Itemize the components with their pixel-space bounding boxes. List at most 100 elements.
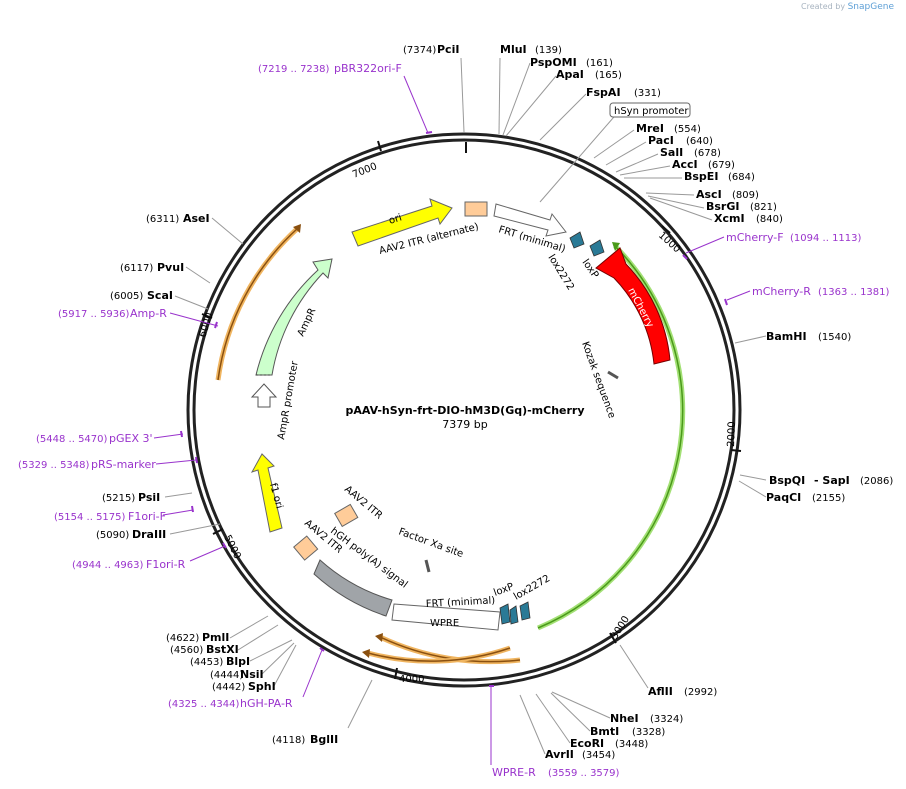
leader-scai	[174, 295, 209, 310]
enzyme-name-ecori[interactable]: EcoRI	[570, 737, 604, 750]
f1-ori-feature[interactable]	[250, 453, 283, 533]
enzyme-name-bstxi[interactable]: BstXI	[206, 643, 239, 656]
hsyn-promoter-box	[609, 102, 691, 118]
kozak-feature[interactable]	[607, 370, 619, 380]
primer-name-pgex3[interactable]: pGEX 3'	[109, 432, 153, 445]
primer-leader-lines	[153, 75, 751, 765]
enzyme-name-blpi[interactable]: BlpI	[226, 655, 250, 668]
enzyme-name-bamhi[interactable]: BamHI	[766, 330, 807, 343]
enzyme-name-nhei[interactable]: NheI	[610, 712, 639, 725]
loxp-bottom-feature-2[interactable]	[509, 605, 519, 625]
enzyme-name-pcii[interactable]: PciI	[437, 43, 459, 56]
mcherry-feature[interactable]	[595, 247, 671, 365]
hm3d-gq-feature-core	[537, 245, 684, 629]
primer-name-f1ori-f[interactable]: F1ori-F	[128, 510, 166, 523]
aav2-itr-feature-1[interactable]	[334, 503, 359, 528]
enzyme-name-mlui[interactable]: MluI	[500, 43, 527, 56]
aav2-itr-feature-2[interactable]	[293, 535, 319, 561]
hgh-polya-feature[interactable]	[313, 559, 393, 617]
loxp-top-feature[interactable]	[589, 239, 605, 257]
enzyme-pos-nhei: (3324)	[650, 714, 683, 725]
backbone	[186, 132, 742, 688]
primer-name-mcherry-r[interactable]: mCherry-R	[752, 285, 811, 298]
primer-name-pbr322ori-f[interactable]: pBR322ori-F	[334, 62, 402, 75]
enzyme-pos-sphi: (4442)	[212, 682, 245, 693]
leader-fspai	[539, 93, 587, 141]
lox2272-top-feature[interactable]	[569, 231, 585, 249]
aav2-itr-alternate-feature[interactable]	[464, 201, 488, 217]
enzyme-name-pvui[interactable]: PvuI	[157, 261, 184, 274]
wpre-feature[interactable]	[391, 603, 501, 631]
enzyme-name-paci[interactable]: PacI	[648, 134, 674, 147]
leader-pgex3	[153, 433, 184, 439]
primer-name-wpre-r[interactable]: WPRE-R	[492, 766, 536, 779]
tick-1000	[661, 225, 671, 234]
enzyme-name-pmli[interactable]: PmlI	[202, 631, 229, 644]
enzyme-name-bmti[interactable]: BmtI	[590, 725, 619, 738]
enzyme-name-xcmi[interactable]: XcmI	[714, 212, 745, 225]
ori-label: ori	[388, 212, 404, 226]
ampr-promoter-feature[interactable]	[250, 383, 278, 408]
enzyme-name-bglii[interactable]: BglII	[310, 733, 338, 746]
enzyme-name-bspqi[interactable]: BspQI	[769, 474, 805, 487]
primer-ticks	[180, 131, 728, 687]
leader-pbr322ori-f	[403, 75, 429, 134]
enzyme-name-apai[interactable]: ApaI	[556, 68, 584, 81]
enzyme-pos-pspomi: (161)	[586, 58, 613, 69]
enzyme-name-psii[interactable]: PsiI	[138, 491, 160, 504]
enzyme-pos-psii: (5215)	[102, 493, 135, 504]
enzyme-name-draiii[interactable]: DraIII	[132, 528, 166, 541]
enzyme-name-sali[interactable]: SalI	[660, 146, 683, 159]
bottom-orange-feature-1-core	[379, 636, 521, 663]
hsyn-promoter-label[interactable]: hSyn promoter	[614, 106, 689, 117]
primer-name-f1ori-r[interactable]: F1ori-R	[146, 558, 186, 571]
primer-name-mcherry-f[interactable]: mCherry-F	[726, 231, 784, 244]
ampr-feature[interactable]	[255, 258, 333, 376]
tick-mcherry-f	[682, 254, 688, 260]
leader-pvui	[185, 266, 211, 284]
hm3d-gq-feature[interactable]	[537, 244, 686, 631]
enzyme-labels: (7374) PciI MluI (139) PspOMI (161) ApaI…	[96, 43, 893, 761]
enzyme-name-scai[interactable]: ScaI	[147, 289, 173, 302]
primer-range-mcherry-f: (1094 .. 1113)	[790, 233, 862, 244]
lox2272-bottom-feature[interactable]	[519, 601, 531, 621]
frt-minimal-top-feature[interactable]	[493, 203, 567, 237]
leader-f1ori-f	[162, 509, 194, 516]
enzyme-pos-aflii: (2992)	[684, 687, 717, 698]
tick-pgex3	[180, 430, 183, 438]
ruler-label-3000: 3000	[609, 614, 632, 641]
enzyme-name-avrii[interactable]: AvrII	[545, 748, 574, 761]
enzyme-name-asei[interactable]: AseI	[183, 212, 210, 225]
primer-name-amp-r[interactable]: Amp-R	[130, 307, 167, 320]
enzyme-name-nsii[interactable]: NsiI	[240, 668, 264, 681]
loxp-bottom-label: loxP	[492, 581, 515, 598]
primer-name-hgh-pa-r[interactable]: hGH-PA-R	[240, 697, 293, 710]
enzyme-name-aflii[interactable]: AflII	[648, 685, 673, 698]
enzyme-name-acci[interactable]: AccI	[672, 158, 698, 171]
backbone-outer-strand	[186, 132, 742, 688]
enzyme-name-sapi[interactable]: - SapI	[814, 474, 850, 487]
left-orange-feature[interactable]	[215, 226, 300, 381]
factor-xa-feature[interactable]	[424, 559, 431, 573]
enzyme-pos-draiii: (5090)	[96, 530, 129, 541]
enzyme-name-bspei[interactable]: BspEI	[684, 170, 718, 183]
enzyme-pos-ecori: (3448)	[615, 739, 648, 750]
plasmid-name: pAAV-hSyn-frt-DIO-hM3D(Gq)-mCherry	[345, 404, 584, 417]
enzyme-leader-lines	[164, 57, 767, 755]
enzyme-name-asci[interactable]: AscI	[696, 188, 722, 201]
enzyme-name-sphi[interactable]: SphI	[248, 680, 276, 693]
enzyme-name-fspai[interactable]: FspAI	[586, 86, 621, 99]
leader-asci	[645, 192, 695, 196]
enzyme-name-bsrgi[interactable]: BsrGI	[706, 200, 739, 213]
enzyme-pos-paci: (640)	[686, 136, 713, 147]
enzyme-name-pspomi[interactable]: PspOMI	[530, 56, 577, 69]
ori-feature[interactable]	[351, 198, 453, 247]
loxp-bottom-feature[interactable]	[499, 603, 511, 625]
leader-sali	[615, 153, 659, 173]
primer-name-prs-marker[interactable]: pRS-marker	[91, 458, 156, 471]
bottom-orange-feature-2-core	[367, 647, 511, 662]
enzyme-name-paqci[interactable]: PaqCI	[766, 491, 801, 504]
enzyme-name-mrei[interactable]: MreI	[636, 122, 664, 135]
frt-minimal-bottom-label: FRT (minimal)	[426, 595, 496, 610]
leader-bspqi	[739, 474, 767, 481]
